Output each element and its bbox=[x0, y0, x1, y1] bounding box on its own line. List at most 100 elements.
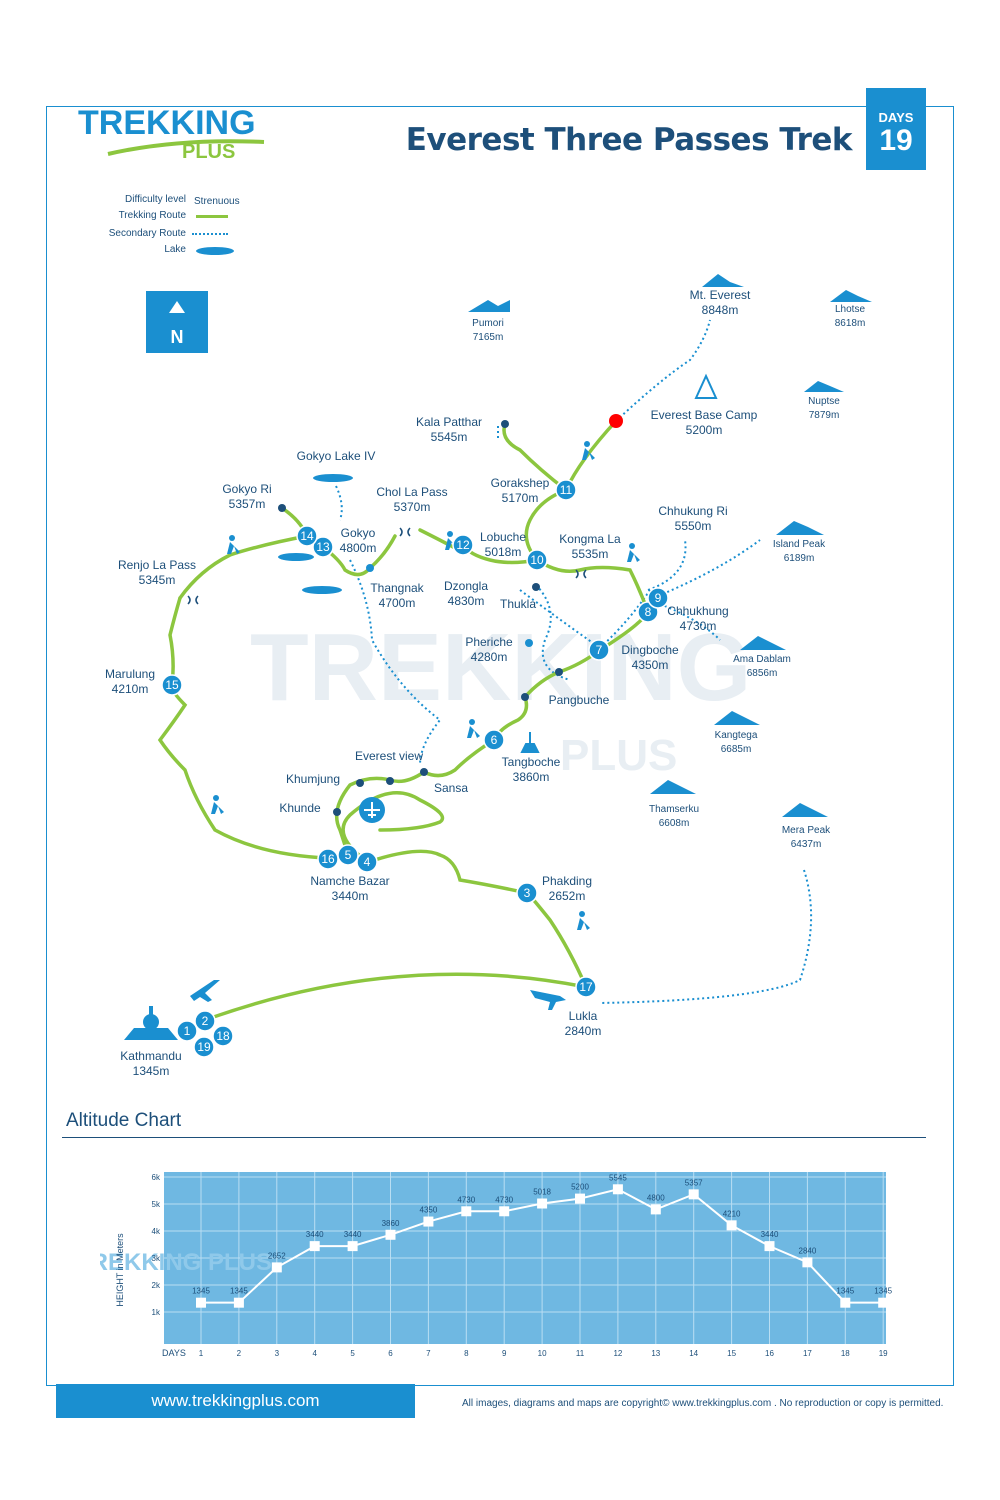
pass-icon bbox=[399, 527, 411, 537]
place-name: Chhukung Ri bbox=[658, 504, 727, 518]
mountain-icon bbox=[830, 290, 872, 302]
base-camp-marker bbox=[609, 414, 623, 428]
peak-name: Mera Peak bbox=[782, 825, 831, 836]
chart-grid bbox=[164, 1172, 886, 1344]
place-label: Pangbuche bbox=[549, 693, 610, 707]
day-marker-label: 12 bbox=[456, 538, 470, 552]
north-label: N bbox=[171, 327, 184, 347]
stupa-icon bbox=[124, 1028, 178, 1040]
day-marker-label: 17 bbox=[579, 980, 593, 994]
legend-route-label: Trekking Route bbox=[118, 210, 186, 221]
chart-x-tick: 15 bbox=[727, 1349, 736, 1358]
place-name: Chol La Pass bbox=[376, 485, 447, 499]
day-marker: 5 bbox=[337, 844, 359, 866]
altitude-chart-rule bbox=[62, 1137, 926, 1138]
chart-data-label: 1345 bbox=[874, 1287, 892, 1296]
map-watermark: TREKKING bbox=[250, 614, 751, 721]
chart-x-tick: 3 bbox=[275, 1349, 280, 1358]
trek-map: TREKKING PLUS bbox=[105, 274, 872, 1078]
place-name: Phakding bbox=[542, 874, 592, 888]
logo-top-text: TREKKING bbox=[78, 104, 256, 142]
chart-x-tick: 7 bbox=[426, 1349, 431, 1358]
peaks bbox=[468, 274, 872, 817]
lake-icon bbox=[278, 553, 314, 561]
chart-data-label: 4210 bbox=[723, 1209, 741, 1218]
pass-icon bbox=[187, 595, 199, 605]
place-label: Khumjung bbox=[286, 772, 340, 786]
place-label: Sansa bbox=[434, 781, 468, 795]
day-marker: 1 bbox=[176, 1020, 198, 1042]
chart-data-label: 4800 bbox=[647, 1193, 665, 1202]
chart-x-tick: 5 bbox=[350, 1349, 355, 1358]
day-marker-label: 19 bbox=[197, 1040, 211, 1054]
chart-point bbox=[233, 1297, 244, 1308]
tent-icon bbox=[694, 373, 718, 399]
place-altitude: 5550m bbox=[675, 519, 712, 533]
north-arrow-icon bbox=[169, 301, 185, 313]
chart-point bbox=[423, 1216, 434, 1227]
lake-icon bbox=[313, 474, 353, 482]
trekking-plus-logo: TREKKING PLUS bbox=[78, 92, 278, 164]
day-marker: 18 bbox=[212, 1025, 234, 1047]
hiker-icon bbox=[627, 550, 640, 562]
mountain-icon bbox=[702, 274, 744, 287]
copyright-text: All images, diagrams and maps are copyri… bbox=[462, 1398, 944, 1409]
place-name: Dzongla bbox=[444, 579, 488, 593]
days-label: DAYS bbox=[878, 110, 914, 125]
chart-data-label: 5357 bbox=[685, 1178, 703, 1187]
place-altitude: 5545m bbox=[431, 430, 468, 444]
chart-data-label: 1345 bbox=[230, 1287, 248, 1296]
chart-y-tick: 1k bbox=[152, 1308, 161, 1317]
chart-point bbox=[271, 1262, 282, 1273]
place-altitude: 5170m bbox=[502, 491, 539, 505]
place-altitude: 4730m bbox=[680, 619, 717, 633]
peak-altitude: 7165m bbox=[473, 332, 504, 343]
place-name: Everest view bbox=[355, 749, 423, 763]
place-altitude: 1345m bbox=[133, 1064, 170, 1078]
website-link[interactable]: www.trekkingplus.com bbox=[56, 1384, 415, 1418]
chart-point bbox=[196, 1297, 206, 1308]
place-label: Everest view bbox=[355, 749, 423, 763]
place-label: Thukla bbox=[500, 597, 536, 611]
place-altitude: 4280m bbox=[471, 650, 508, 664]
chart-point bbox=[537, 1198, 548, 1209]
chart-point bbox=[878, 1297, 889, 1308]
day-marker-label: 7 bbox=[596, 643, 603, 657]
peak-name: Nuptse bbox=[808, 396, 840, 407]
chart-ylabel: HEIGHT in Meters bbox=[115, 1233, 125, 1307]
hiker-icon bbox=[467, 726, 480, 738]
chart-data-label: 2840 bbox=[799, 1246, 817, 1255]
place-altitude: 5535m bbox=[572, 547, 609, 561]
chart-x-tick: 13 bbox=[651, 1349, 660, 1358]
chart-data-label: 4730 bbox=[457, 1195, 475, 1204]
day-marker-label: 8 bbox=[645, 605, 652, 619]
place-altitude: 2652m bbox=[549, 889, 586, 903]
chart-point bbox=[650, 1204, 661, 1215]
place-altitude: 5345m bbox=[139, 573, 176, 587]
day-marker-label: 4 bbox=[364, 855, 371, 869]
peak-altitude: 6608m bbox=[659, 818, 690, 829]
pass-icon bbox=[575, 569, 587, 579]
mountain-icon bbox=[782, 803, 828, 817]
